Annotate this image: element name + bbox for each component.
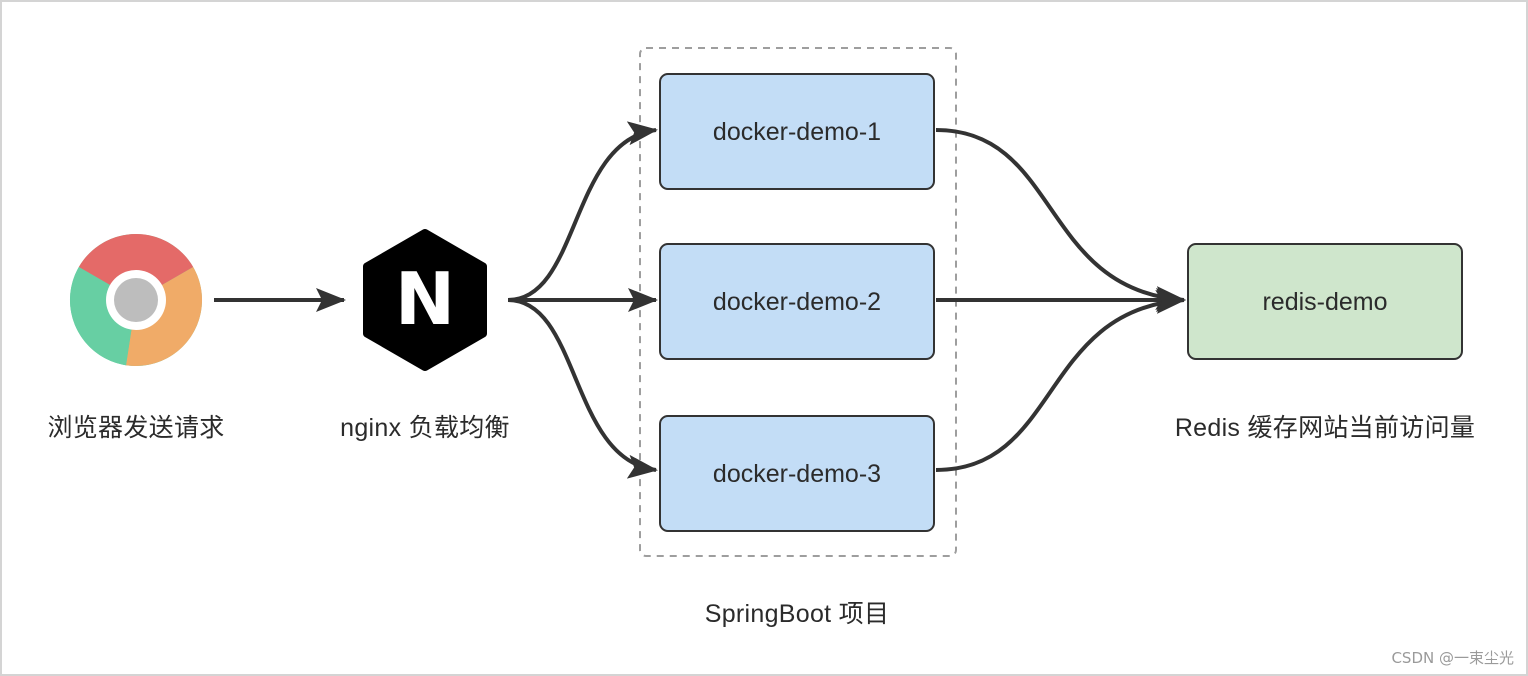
nginx-caption: nginx 负载均衡 bbox=[340, 414, 510, 442]
app-node-3[interactable]: docker-demo-3 bbox=[659, 415, 935, 532]
app-node-1-label: docker-demo-1 bbox=[713, 118, 881, 146]
springboot-group-label: SpringBoot 项目 bbox=[704, 600, 890, 628]
redis-caption: Redis 缓存网站当前访问量 bbox=[1174, 414, 1476, 442]
app-node-3-label: docker-demo-3 bbox=[713, 460, 881, 488]
edge-app3-redis bbox=[935, 290, 1186, 472]
edge-nginx-app3 bbox=[507, 298, 658, 479]
edges bbox=[214, 121, 1186, 479]
edge-app1-redis bbox=[935, 128, 1186, 310]
redis-node[interactable]: redis-demo bbox=[1187, 243, 1463, 360]
nginx-logo-glyph: N bbox=[395, 257, 455, 341]
nginx-logo-icon[interactable]: N bbox=[363, 229, 487, 371]
app-node-2[interactable]: docker-demo-2 bbox=[659, 243, 935, 360]
redis-node-label: redis-demo bbox=[1262, 288, 1387, 316]
watermark: CSDN @一束尘光 bbox=[1391, 649, 1514, 667]
chrome-browser-icon[interactable] bbox=[69, 233, 203, 366]
browser-caption: 浏览器发送请求 bbox=[47, 414, 225, 442]
app-node-2-label: docker-demo-2 bbox=[713, 288, 881, 316]
app-node-1[interactable]: docker-demo-1 bbox=[659, 73, 935, 190]
edge-nginx-app1 bbox=[507, 121, 658, 302]
